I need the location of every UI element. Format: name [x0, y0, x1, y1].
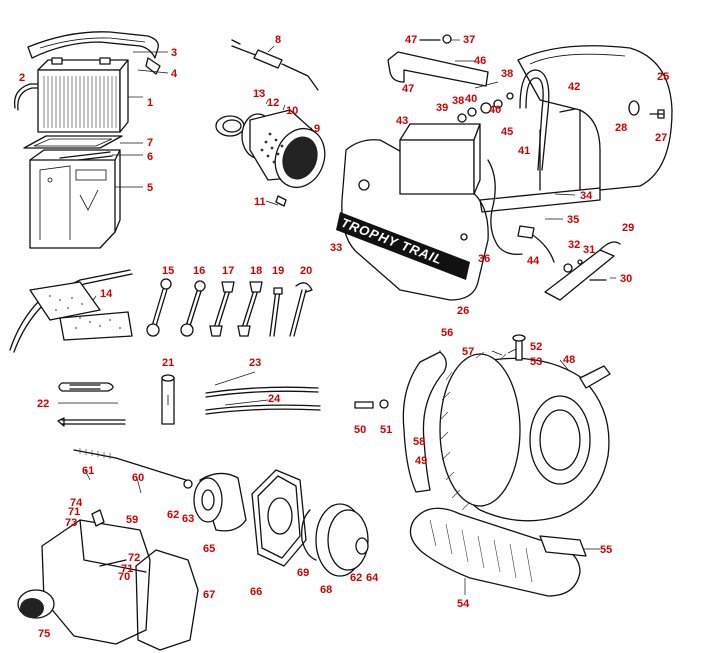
callout-57: 57: [462, 346, 475, 358]
callout-55: 55: [600, 544, 613, 556]
callout-26: 26: [457, 305, 470, 317]
callout-7: 7: [147, 137, 154, 149]
callout-6: 6: [147, 151, 154, 163]
callout-24: 24: [268, 393, 281, 405]
callout-34: 34: [580, 190, 593, 202]
callout-54: 54: [457, 598, 470, 610]
callout-25: 25: [657, 71, 670, 83]
callout-73: 73: [65, 517, 78, 529]
callout-68: 68: [320, 584, 333, 596]
callout-56: 56: [441, 327, 454, 339]
callout-13: 13: [253, 88, 266, 100]
callout-43: 43: [396, 115, 409, 127]
callout-45: 45: [501, 126, 514, 138]
air-filter-small: [215, 109, 326, 207]
rear-cover: [517, 45, 673, 191]
callout-30: 30: [620, 273, 633, 285]
callout-38b: 38: [452, 95, 465, 107]
callout-75: 75: [38, 628, 51, 640]
callout-72: 72: [128, 552, 141, 564]
callout-47a: 47: [405, 34, 418, 46]
callout-69: 69: [297, 567, 310, 579]
callout-14: 14: [100, 288, 113, 300]
callout-32: 32: [568, 239, 581, 251]
battery-carrier: [29, 149, 121, 249]
callout-49: 49: [415, 455, 428, 467]
callout-60: 60: [132, 472, 145, 484]
callout-15: 15: [162, 265, 175, 277]
callout-58: 58: [413, 436, 426, 448]
callout-31: 31: [583, 244, 596, 256]
callout-64: 64: [366, 572, 379, 584]
battery: [37, 57, 129, 133]
callout-50: 50: [354, 424, 367, 436]
callout-16: 16: [193, 265, 206, 277]
callout-10: 10: [286, 105, 299, 117]
spanners: [146, 278, 313, 337]
callout-41: 41: [518, 145, 531, 157]
callout-70: 70: [118, 571, 131, 583]
callout-52: 52: [530, 341, 543, 353]
callout-11: 11: [254, 196, 266, 208]
callout-4: 4: [171, 68, 178, 80]
callout-74: 74: [70, 497, 83, 509]
callout-37: 37: [463, 34, 476, 46]
callout-5: 5: [147, 182, 154, 194]
callout-65: 65: [203, 543, 216, 555]
callout-51: 51: [380, 424, 393, 436]
callout-46: 46: [474, 55, 487, 67]
callout-53: 53: [530, 356, 543, 368]
callout-71a: 71: [68, 506, 81, 518]
callout-8: 8: [275, 34, 282, 46]
callout-44: 44: [527, 255, 540, 267]
callout-28: 28: [615, 122, 628, 134]
callout-9: 9: [314, 123, 321, 135]
callout-38a: 38: [501, 68, 514, 80]
callout-18: 18: [250, 265, 263, 277]
callout-22: 22: [37, 398, 50, 410]
tool-roll: [9, 269, 133, 353]
callout-63: 63: [182, 513, 195, 525]
callout-35: 35: [567, 214, 580, 226]
callout-3: 3: [171, 47, 178, 59]
callout-20: 20: [300, 265, 313, 277]
callout-27: 27: [655, 132, 668, 144]
callout-23: 23: [249, 357, 262, 369]
battery-tray: [399, 107, 601, 263]
callout-61: 61: [82, 465, 95, 477]
callout-66: 66: [250, 586, 263, 598]
callout-47b: 47: [402, 83, 415, 95]
callout-2: 2: [19, 72, 26, 84]
callout-59: 59: [126, 514, 139, 526]
callout-1: 1: [147, 97, 154, 109]
callout-62a: 62: [167, 509, 180, 521]
callout-36: 36: [478, 253, 491, 265]
callout-21: 21: [162, 357, 175, 369]
callout-29: 29: [622, 222, 635, 234]
callout-40a: 40: [465, 93, 478, 105]
callout-19: 19: [272, 265, 285, 277]
callout-17: 17: [222, 265, 235, 277]
air-box: [17, 509, 199, 651]
callout-71b: 71: [121, 563, 134, 575]
callout-12: 12: [267, 97, 280, 109]
callout-42: 42: [568, 81, 581, 93]
callout-67: 67: [203, 589, 216, 601]
callout-62b: 62: [350, 572, 363, 584]
air-filter-large: [354, 334, 611, 522]
callout-48: 48: [563, 354, 576, 366]
callout-40b: 40: [489, 104, 502, 116]
callout-33: 33: [330, 242, 343, 254]
callout-39: 39: [436, 102, 449, 114]
